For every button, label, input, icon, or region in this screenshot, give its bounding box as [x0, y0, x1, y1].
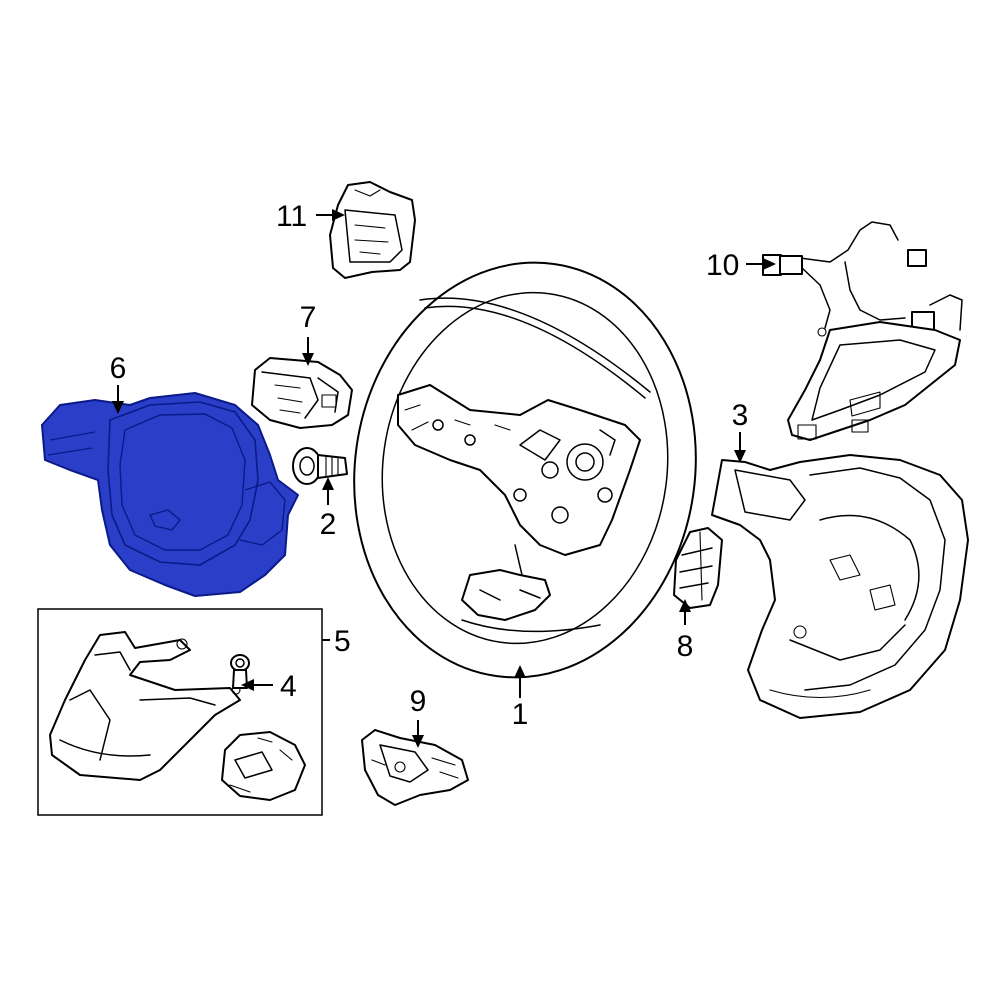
- callout-1: 1: [512, 665, 529, 731]
- svg-text:2: 2: [320, 508, 337, 541]
- svg-text:4: 4: [280, 670, 297, 703]
- part-1-steering-wheel[interactable]: [328, 240, 723, 699]
- callout-2: 2: [320, 477, 337, 541]
- callout-11: 11: [276, 200, 345, 233]
- part-5-lower-trim[interactable]: [49, 631, 241, 781]
- svg-text:3: 3: [732, 399, 749, 432]
- callout-7: 7: [300, 301, 317, 366]
- part-4-connector[interactable]: [230, 654, 250, 689]
- svg-text:1: 1: [512, 698, 529, 731]
- svg-text:5: 5: [334, 625, 351, 658]
- callout-4: 4: [241, 670, 297, 703]
- part-10-harness[interactable]: [762, 221, 963, 441]
- part-5-module[interactable]: [221, 731, 306, 801]
- part-5-box: [37, 608, 323, 816]
- svg-text:11: 11: [276, 200, 307, 233]
- part-8-switch[interactable]: [673, 527, 723, 609]
- callout-9: 9: [410, 685, 427, 748]
- callout-5: 5: [322, 625, 351, 658]
- callout-6: 6: [110, 352, 127, 414]
- svg-text:7: 7: [300, 301, 317, 334]
- part-6-airbag[interactable]: [41, 392, 299, 597]
- part-7-switch[interactable]: [251, 357, 353, 429]
- svg-text:10: 10: [706, 249, 739, 282]
- svg-text:8: 8: [677, 630, 694, 663]
- part-11-paddle[interactable]: [329, 181, 416, 279]
- part-2-bolt[interactable]: [292, 447, 348, 485]
- part-9-switch[interactable]: [361, 729, 469, 806]
- callout-8: 8: [677, 599, 694, 663]
- callout-10: 10: [706, 249, 776, 282]
- svg-text:6: 6: [110, 352, 127, 385]
- callout-3: 3: [732, 399, 749, 463]
- part-3-trim-cover[interactable]: [711, 454, 969, 719]
- svg-text:9: 9: [410, 685, 427, 718]
